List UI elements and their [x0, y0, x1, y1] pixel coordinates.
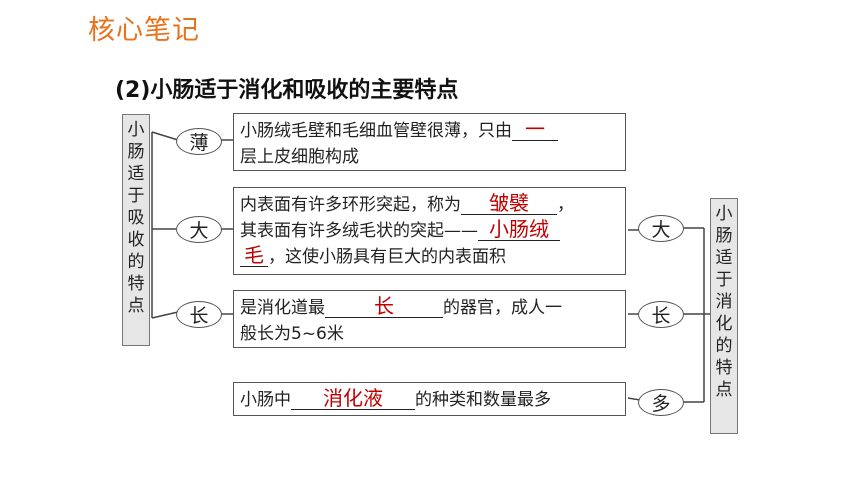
section-subtitle: (2)小肠适于消化和吸收的主要特点: [115, 78, 459, 103]
node-many: 多: [638, 389, 684, 416]
right-char: 小: [715, 204, 733, 224]
box2-answer-blank-2: 小肠绒: [478, 218, 560, 241]
box3-text-post: 的器官，成人一: [443, 298, 562, 318]
left-char: 于: [127, 186, 145, 206]
left-char: 的: [127, 252, 145, 272]
right-char: 于: [715, 270, 733, 290]
feature-box-long: 是消化道最长的器官，成人一 般长为5~6米: [233, 290, 626, 348]
box2-line2-pre: 其表面有许多绒毛状的突起——: [240, 221, 478, 241]
right-char: 点: [715, 380, 733, 400]
left-char: 肠: [127, 142, 145, 162]
node-thin: 薄: [176, 128, 222, 155]
box2-line1-post: ，: [557, 195, 574, 215]
right-char: 消: [715, 292, 733, 312]
feature-box-large: 内表面有许多环形突起，称为皱襞， 其表面有许多绒毛状的突起——小肠绒 毛，这使小…: [233, 187, 626, 275]
left-char: 收: [127, 230, 145, 250]
box2-answer-blank-2b: 毛: [240, 244, 268, 267]
node-large-left: 大: [176, 216, 222, 243]
box2-line3-post: ，这使小肠具有巨大的内表面积: [268, 247, 506, 267]
left-char: 特: [127, 274, 145, 294]
feature-box-many: 小肠中消化液的种类和数量最多: [233, 382, 626, 416]
box3-line2: 般长为5~6米: [240, 324, 344, 344]
box4-text-pre: 小肠中: [240, 390, 291, 410]
right-char: 特: [715, 358, 733, 378]
box2-answer-blank-1: 皱襞: [461, 192, 557, 215]
right-char: 适: [715, 248, 733, 268]
node-long-right: 长: [638, 301, 684, 328]
feature-box-thin: 小肠绒毛壁和毛细血管壁很薄，只由一 层上皮细胞构成: [233, 113, 626, 171]
box3-answer-blank: 长: [325, 295, 443, 318]
box4-answer-blank: 消化液: [291, 387, 415, 410]
box1-answer-blank: 一: [512, 118, 558, 141]
left-char: 点: [127, 296, 145, 316]
node-large-right: 大: [638, 215, 684, 242]
page-header-title: 核心笔记: [88, 15, 200, 46]
node-long-left: 长: [176, 301, 222, 328]
left-char: 小: [127, 120, 145, 140]
box1-text-pre: 小肠绒毛壁和毛细血管壁很薄，只由: [240, 121, 512, 141]
right-char: 肠: [715, 226, 733, 246]
right-char: 化: [715, 314, 733, 334]
left-vertical-label: 小 肠 适 于 吸 收 的 特 点: [122, 114, 150, 346]
box2-line1-pre: 内表面有许多环形突起，称为: [240, 195, 461, 215]
left-char: 吸: [127, 208, 145, 228]
box3-text-pre: 是消化道最: [240, 298, 325, 318]
left-char: 适: [127, 164, 145, 184]
right-char: 的: [715, 336, 733, 356]
right-vertical-label: 小 肠 适 于 消 化 的 特 点: [710, 198, 738, 434]
box1-text-post: 层上皮细胞构成: [240, 147, 359, 167]
box4-text-post: 的种类和数量最多: [415, 390, 551, 410]
